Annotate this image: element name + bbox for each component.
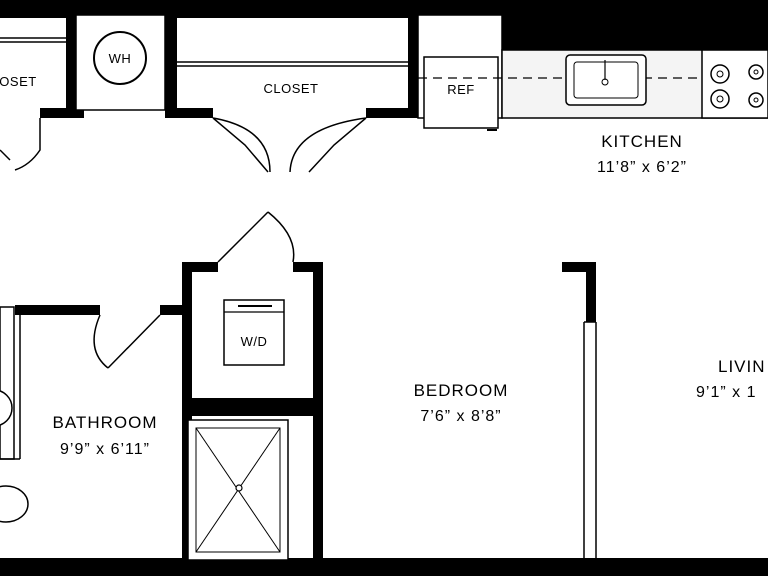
bottom-wall	[0, 558, 768, 576]
bath-top-wall	[15, 305, 100, 315]
bedroom-dims: 7’6” x 8’8”	[420, 408, 501, 425]
refrigerator: REF	[417, 14, 503, 131]
wd-wall-top-right	[293, 262, 323, 272]
bath-top-wall-stub	[160, 305, 184, 315]
closet-left-bottom-wall	[40, 108, 84, 118]
wd-door	[217, 211, 269, 263]
burner-icon	[748, 64, 764, 80]
burner-icon	[710, 64, 730, 84]
water-heater-label: WH	[109, 51, 132, 66]
closet-bifold-left	[212, 117, 269, 173]
toilet-icon	[0, 485, 29, 523]
living-label: LIVIN	[718, 357, 766, 376]
top-wall-right	[500, 0, 768, 50]
closet-right-bottom-wall-right	[366, 108, 420, 118]
bathroom-dims: 9’9” x 6’11”	[60, 441, 150, 458]
living-wall-cap	[562, 262, 596, 272]
bathroom-door	[107, 314, 161, 369]
wh-closet-wall-left	[66, 0, 76, 118]
closet-right-bottom-wall-left	[177, 108, 213, 118]
drain-icon	[235, 484, 243, 492]
range-icon	[701, 49, 768, 119]
burner-icon	[710, 89, 730, 109]
bathroom-fixtures	[0, 390, 29, 523]
closet-left-label: OSET	[0, 74, 37, 89]
doors	[0, 117, 367, 369]
washer-dryer-label: W/D	[241, 334, 268, 349]
kitchen-counter	[418, 49, 768, 119]
shower	[187, 419, 289, 561]
ref-alcove-wall	[408, 15, 418, 118]
washer-dryer: W/D	[223, 299, 285, 366]
thin-walls	[0, 37, 597, 558]
kitchen-label: KITCHEN	[601, 132, 683, 151]
living-wall	[586, 262, 596, 322]
wd-wall-bottom	[182, 398, 323, 416]
closet-bifold-right	[308, 117, 367, 173]
closet-right-label: CLOSET	[263, 81, 318, 96]
living-dims: 9’1” x 1	[696, 384, 756, 401]
refrigerator-label: REF	[447, 82, 475, 97]
bedroom-label: BEDROOM	[414, 381, 509, 400]
bathroom-label: BATHROOM	[53, 413, 158, 432]
water-heater-icon	[93, 31, 147, 85]
burner-icon	[748, 92, 764, 108]
sink-bowl-icon	[0, 390, 13, 426]
room-labels: OSET CLOSET KITCHEN 11’8” x 6’2” BATHROO…	[0, 74, 766, 458]
water-heater-closet: WH	[75, 14, 166, 111]
wh-closet-wall-right	[165, 0, 177, 118]
kitchen-dims: 11’8” x 6’2”	[597, 159, 687, 176]
wd-wall-top-left	[182, 262, 218, 272]
